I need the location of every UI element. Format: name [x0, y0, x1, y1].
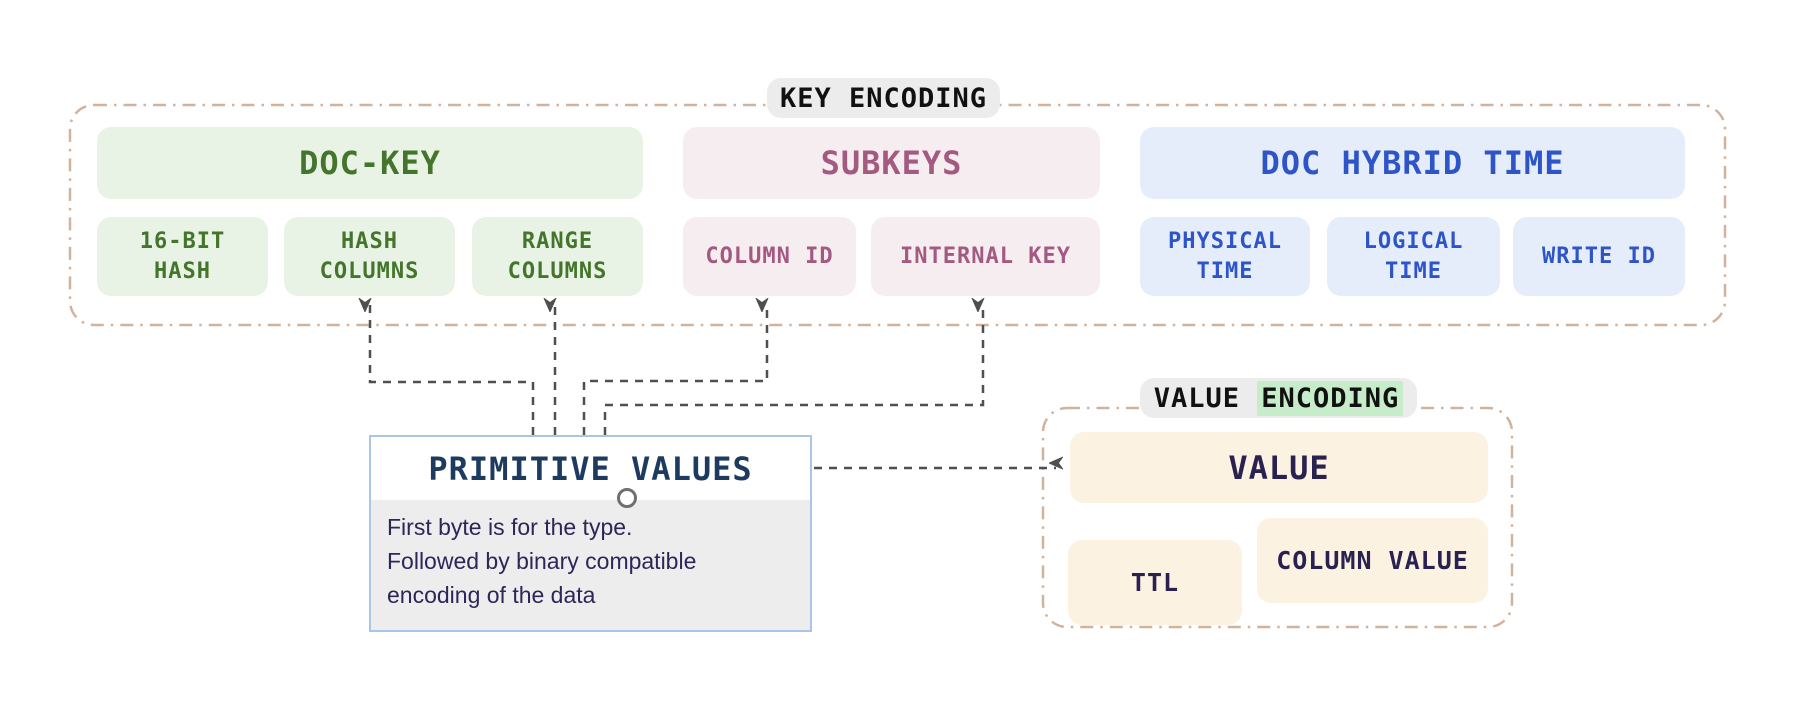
- box-value: VALUE: [1070, 432, 1488, 503]
- box-ttl: TTL: [1068, 540, 1242, 625]
- box-16-bit-hash: 16-BIT HASH: [97, 217, 268, 296]
- box-range-columns-label: RANGE COLUMNS: [507, 228, 608, 284]
- connection-handle: [617, 488, 637, 508]
- box-internal-key-label: INTERNAL KEY: [900, 243, 1071, 269]
- box-physical-time: PHYSICAL TIME: [1140, 217, 1310, 296]
- value-encoding-badge-prefix: VALUE: [1153, 382, 1258, 414]
- box-range-columns: RANGE COLUMNS: [472, 217, 643, 296]
- value-encoding-badge: VALUE ENCODING: [1140, 378, 1417, 418]
- primitive-values-description: First byte is for the type. Followed by …: [371, 500, 810, 630]
- key-encoding-badge: KEY ENCODING: [767, 78, 1000, 118]
- box-column-id: COLUMN ID: [683, 217, 856, 296]
- box-write-id: WRITE ID: [1513, 217, 1685, 296]
- subkeys-header: SUBKEYS: [683, 127, 1100, 199]
- arrow-to-column-id: [582, 305, 767, 435]
- doc-hybrid-time-title: DOC HYBRID TIME: [1260, 144, 1565, 182]
- subkeys-title: SUBKEYS: [820, 144, 963, 182]
- primitive-values-header: PRIMITIVE VALUES: [371, 437, 810, 500]
- box-internal-key: INTERNAL KEY: [871, 217, 1100, 296]
- primitive-values-panel: PRIMITIVE VALUES First byte is for the t…: [369, 435, 812, 632]
- key-encoding-badge-label: KEY ENCODING: [779, 82, 988, 114]
- box-write-id-label: WRITE ID: [1542, 243, 1656, 269]
- box-column-value: COLUMN VALUE: [1257, 518, 1488, 603]
- box-logical-time-label: LOGICAL TIME: [1363, 228, 1464, 284]
- arrow-to-internal-key: [603, 305, 983, 435]
- box-logical-time: LOGICAL TIME: [1327, 217, 1500, 296]
- box-column-value-label: COLUMN VALUE: [1276, 546, 1469, 575]
- box-column-id-label: COLUMN ID: [705, 243, 834, 269]
- box-hash-columns-label: HASH COLUMNS: [319, 228, 420, 284]
- value-encoding-badge-highlight: ENCODING: [1257, 380, 1404, 416]
- doc-hybrid-time-header: DOC HYBRID TIME: [1140, 127, 1685, 199]
- doc-key-header: DOC-KEY: [97, 127, 643, 199]
- doc-key-title: DOC-KEY: [299, 144, 441, 182]
- box-value-label: VALUE: [1228, 448, 1330, 487]
- box-ttl-label: TTL: [1130, 568, 1180, 597]
- box-hash-columns: HASH COLUMNS: [284, 217, 455, 296]
- box-16-bit-hash-label: 16-BIT HASH: [139, 228, 226, 284]
- box-physical-time-label: PHYSICAL TIME: [1168, 228, 1282, 284]
- primitive-values-title: PRIMITIVE VALUES: [428, 449, 753, 488]
